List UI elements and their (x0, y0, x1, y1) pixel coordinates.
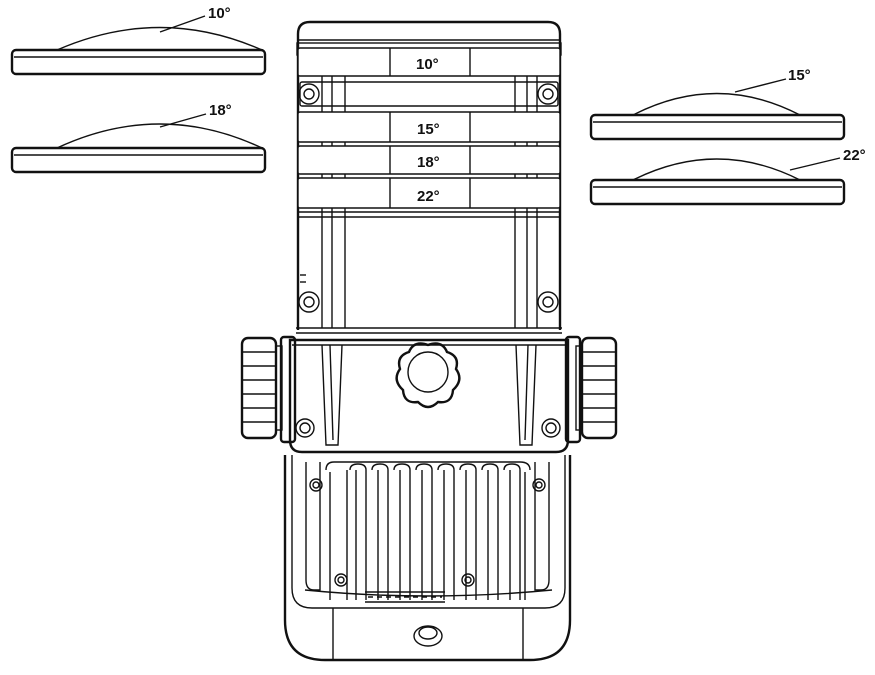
lens-magazine: 10° 15° 18° 22° (296, 20, 562, 334)
lens-plate-10-label: 10° (208, 5, 231, 22)
lens-plate-15-label: 15° (788, 67, 811, 84)
yoke (279, 335, 582, 444)
slot-10: 10° (297, 47, 561, 77)
slot-15: 15° (297, 111, 561, 143)
slot-22: 22° (297, 177, 561, 209)
magazine-screw-icon (298, 83, 559, 313)
lens-plate-22-label: 22° (843, 147, 866, 164)
lens-plate-18: 18° (10, 102, 267, 174)
heatsink-base (283, 455, 572, 662)
slot-15-label: 15° (417, 121, 440, 138)
slot-22-label: 22° (417, 188, 440, 205)
lens-plate-18-label: 18° (209, 102, 232, 119)
focus-knob-icon (395, 342, 461, 409)
lens-plate-10: 10° (10, 5, 267, 76)
slot-10-label: 10° (416, 56, 439, 73)
left-knob-icon (240, 336, 283, 440)
lens-plate-22: 22° (589, 147, 866, 206)
slot-18: 18° (297, 145, 561, 175)
lens-plate-15: 15° (589, 67, 846, 141)
slot-18-label: 18° (417, 154, 440, 171)
right-knob-icon (575, 336, 618, 440)
fixture-head (288, 338, 570, 454)
